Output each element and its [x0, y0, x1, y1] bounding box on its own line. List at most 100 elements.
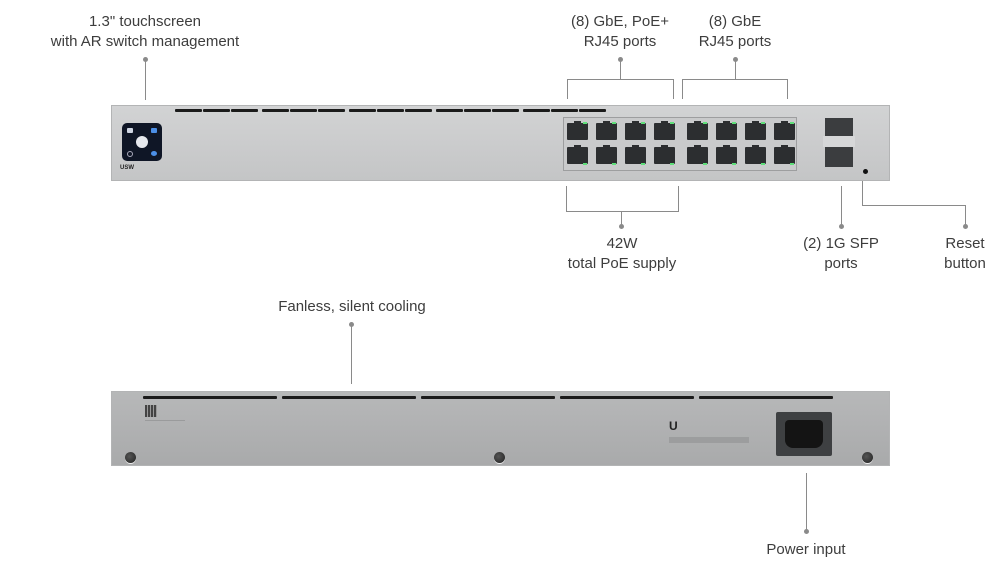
poe-supply-leader-line [621, 211, 622, 226]
gbe-rj45-port[interactable] [745, 145, 766, 164]
touchscreen-callout-line1: 1.3" touchscreen [88, 13, 202, 30]
gbe-ports-leader-line [735, 59, 736, 79]
poe-supply-bracket-bottom [566, 211, 679, 212]
gbe-rj45-port[interactable] [774, 145, 795, 164]
screen-icon-topright [151, 128, 157, 133]
port-status-led [612, 122, 616, 124]
vent-slot [203, 109, 230, 112]
gbe-ports-bracket-right [787, 79, 788, 99]
touchscreen-display[interactable] [122, 123, 162, 161]
power-callout-line1: Power input [766, 541, 846, 558]
screen-center-knob [136, 136, 148, 148]
vent-slot [421, 396, 555, 399]
touchscreen-leader-line [145, 59, 146, 100]
vent-slot [464, 109, 491, 112]
sfp-leader-dot [839, 224, 844, 229]
poe-rj45-port[interactable] [596, 145, 617, 164]
screen-icon-topleft [127, 128, 133, 133]
cooling-callout-line1: Fanless, silent cooling [278, 298, 426, 315]
vent-slot [349, 109, 376, 112]
port-status-led [583, 122, 587, 124]
vent-slot [405, 109, 432, 112]
sfp-ports-callout-line2: ports [824, 255, 858, 272]
serial-sticker-line [145, 420, 185, 421]
screw-right [862, 452, 873, 463]
reset-leader-drop [965, 205, 966, 225]
port-status-led [612, 163, 616, 165]
sfp-ports-callout: (2) 1G SFP ports [791, 234, 891, 274]
port-status-led [641, 122, 645, 124]
port-status-led [790, 122, 794, 124]
port-status-led [761, 122, 765, 124]
poe-rj45-port[interactable] [625, 145, 646, 164]
sfp-leader-line [841, 186, 842, 226]
port-status-led [583, 163, 587, 165]
gbe-rj45-port[interactable] [687, 121, 708, 140]
gbe-ports-bracket-top [682, 79, 788, 80]
poe-supply-bracket-right [678, 186, 679, 211]
reset-leader-dot [963, 224, 968, 229]
front-brand-label: USW [120, 165, 134, 171]
reset-button[interactable] [863, 169, 868, 174]
port-status-led [703, 122, 707, 124]
gbe-ports-callout-line2: RJ45 ports [698, 33, 772, 50]
vent-slot [560, 396, 694, 399]
port-status-led [641, 163, 645, 165]
gbe-rj45-port[interactable] [745, 121, 766, 140]
port-status-led [703, 163, 707, 165]
gbe-rj45-port[interactable] [774, 121, 795, 140]
gbe-ports-callout-line1: (8) GbE [708, 13, 762, 30]
power-leader-dot [804, 529, 809, 534]
vent-slot [579, 109, 606, 112]
poe-ports-callout-line1: (8) GbE, PoE+ [571, 13, 669, 30]
gbe-ports-callout: (8) GbE RJ45 ports [675, 12, 795, 52]
poe-rj45-port[interactable] [654, 121, 675, 140]
vent-slot [290, 109, 317, 112]
ubiquiti-logo-icon: U [669, 419, 678, 433]
poe-ports-bracket-top [567, 79, 674, 80]
poe-supply-bracket-left [566, 186, 567, 211]
reset-callout-line1: Reset [945, 235, 985, 252]
switch-rear-panel: U [111, 391, 890, 466]
reset-leader-vertical [862, 180, 863, 205]
poe-rj45-port[interactable] [567, 121, 588, 140]
vent-slot [262, 109, 289, 112]
vent-slot [377, 109, 404, 112]
cooling-callout: Fanless, silent cooling [252, 297, 452, 317]
port-status-led [790, 163, 794, 165]
power-callout: Power input [746, 540, 866, 560]
vent-slot [551, 109, 578, 112]
vent-slot [175, 109, 202, 112]
vent-slot [492, 109, 519, 112]
sfp-port-block[interactable] [823, 118, 855, 167]
poe-ports-leader-line [620, 59, 621, 79]
touchscreen-callout: 1.3" touchscreen with AR switch manageme… [40, 12, 250, 52]
poe-ports-bracket-left [567, 79, 568, 99]
poe-supply-callout: 42W total PoE supply [552, 234, 692, 274]
certification-marks [669, 437, 749, 443]
gbe-rj45-port[interactable] [716, 121, 737, 140]
vent-slot [143, 396, 277, 399]
poe-ports-bracket-right [673, 79, 674, 99]
gbe-ports-bracket-left [682, 79, 683, 99]
vent-slot [436, 109, 463, 112]
poe-rj45-port[interactable] [625, 121, 646, 140]
gbe-rj45-port[interactable] [687, 145, 708, 164]
poe-rj45-port[interactable] [596, 121, 617, 140]
vent-slot [523, 109, 550, 112]
touchscreen-callout-line2: with AR switch management [50, 33, 240, 50]
port-status-led [732, 163, 736, 165]
screen-icon-bottomleft [127, 151, 133, 157]
reset-leader-horizontal [862, 205, 966, 206]
cooling-leader-line [351, 324, 352, 384]
poe-rj45-port[interactable] [567, 145, 588, 164]
poe-supply-callout-line1: 42W [606, 235, 638, 252]
screw-left [125, 452, 136, 463]
port-status-led [761, 163, 765, 165]
power-input-socket[interactable] [776, 412, 832, 456]
poe-supply-leader-dot [619, 224, 624, 229]
poe-ports-callout: (8) GbE, PoE+ RJ45 ports [560, 12, 680, 52]
gbe-rj45-port[interactable] [716, 145, 737, 164]
poe-rj45-port[interactable] [654, 145, 675, 164]
port-status-led [670, 122, 674, 124]
